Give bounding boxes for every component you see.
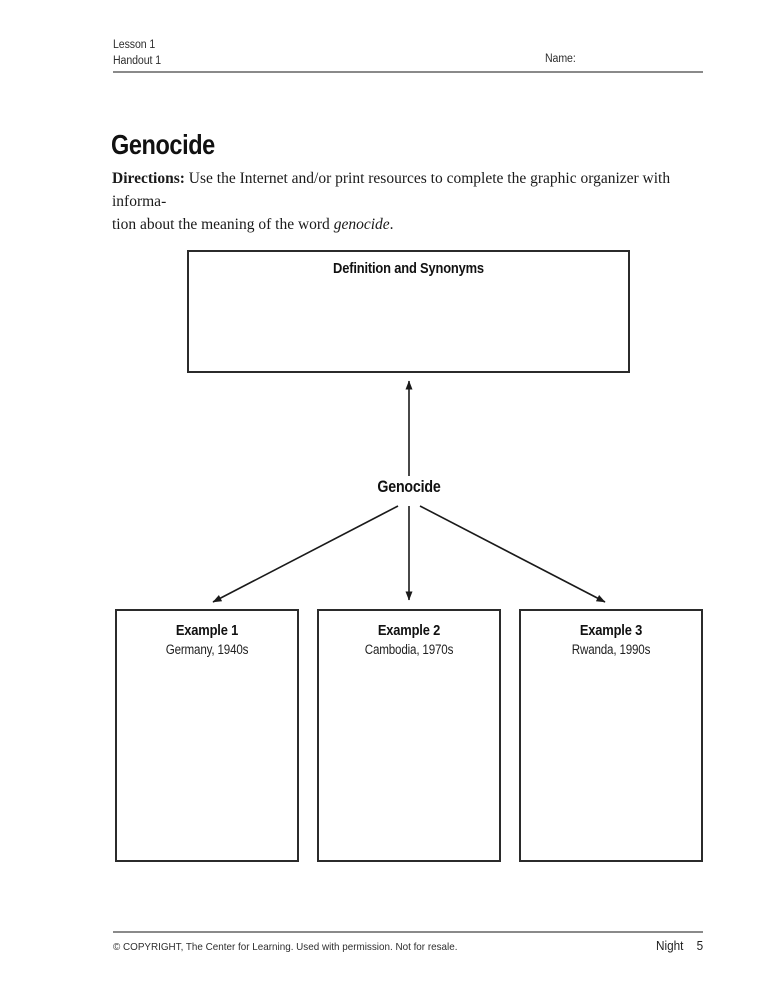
lesson-label: Lesson 1 bbox=[113, 39, 156, 51]
example-2-title: Example 2 bbox=[377, 622, 441, 639]
footer-rule bbox=[113, 931, 703, 933]
directions-line2: tion about the meaning of the word bbox=[112, 216, 334, 233]
name-label: Name: bbox=[545, 53, 576, 65]
example-box-1: Example 1 Germany, 1940s bbox=[115, 609, 299, 862]
directions-line1: Use the Internet and/or print resources … bbox=[112, 170, 671, 210]
definition-box: Definition and Synonyms bbox=[187, 250, 630, 373]
copyright-notice: © COPYRIGHT, The Center for Learning. Us… bbox=[113, 941, 458, 953]
arrow-to-example-1 bbox=[212, 505, 399, 603]
example-box-3: Example 3 Rwanda, 1990s bbox=[519, 609, 703, 862]
center-label-genocide: Genocide bbox=[377, 478, 441, 496]
example-1-title: Example 1 bbox=[175, 622, 239, 639]
header-rule bbox=[113, 71, 703, 73]
arrow-to-example-3 bbox=[419, 505, 606, 603]
directions-italic-word: genocide bbox=[333, 216, 390, 233]
example-3-title: Example 3 bbox=[579, 622, 643, 639]
book-title: Night bbox=[655, 939, 684, 953]
definition-box-title: Definition and Synonyms bbox=[333, 260, 484, 277]
page-number: 5 bbox=[696, 939, 703, 953]
example-1-subtitle: Germany, 1940s bbox=[165, 642, 249, 657]
example-3-subtitle: Rwanda, 1990s bbox=[571, 642, 651, 657]
header-lesson-handout: Lesson 1 Handout 1 bbox=[113, 37, 161, 69]
example-2-subtitle: Cambodia, 1970s bbox=[364, 642, 454, 657]
example-box-2: Example 2 Cambodia, 1970s bbox=[317, 609, 501, 862]
handout-label: Handout 1 bbox=[113, 55, 161, 67]
directions-text: Directions: Use the Internet and/or prin… bbox=[112, 167, 724, 236]
page-title: Genocide bbox=[111, 129, 215, 160]
footer-page-info: Night 5 bbox=[656, 939, 703, 953]
directions-period: . bbox=[389, 216, 394, 233]
directions-label: Directions: bbox=[112, 170, 185, 187]
